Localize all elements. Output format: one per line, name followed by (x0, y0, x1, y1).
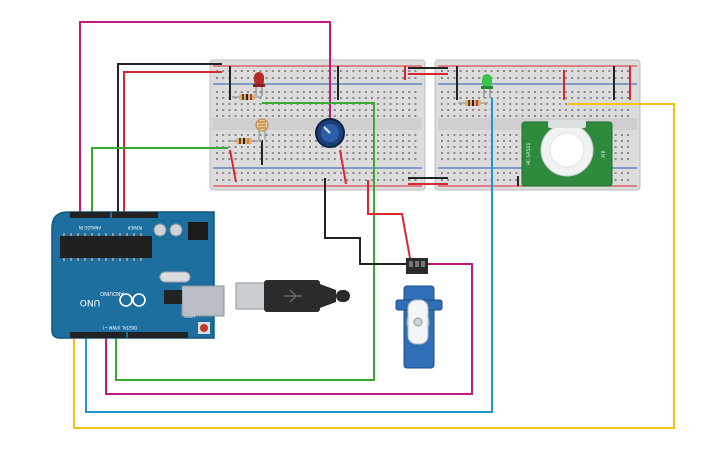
resistor (228, 138, 262, 144)
usb-cable (235, 280, 350, 312)
wire-green-led (115, 102, 375, 381)
breadboard-holes (216, 70, 417, 181)
arduino-analog-in-label: ANALOG IN (79, 225, 101, 230)
arduino-power-label: POWER (127, 225, 142, 230)
resistor (232, 94, 262, 100)
wire-red-5v (123, 71, 222, 213)
pir-left-label: HC-SR501 (526, 143, 532, 166)
photoresistor (255, 118, 269, 140)
led-red (253, 72, 265, 96)
arduino-model-label: UNO (80, 297, 100, 307)
arduino-reset-label: RESET (184, 315, 196, 319)
wire-yellow-pir (73, 103, 675, 429)
wire-green-ldr (91, 147, 228, 213)
resistor (458, 100, 488, 106)
arduino-brand-label: ARDUINO (100, 290, 124, 296)
arduino-digital-label: DIGITAL (PWM ~) (102, 325, 137, 330)
pir-sensor: HC-SR501 PIR (521, 120, 613, 187)
wire-magenta-servo (105, 263, 473, 395)
potentiometer (315, 118, 345, 148)
wire-red-servo (367, 180, 411, 259)
servo-motor (395, 258, 443, 369)
wire-black-gnd (117, 63, 222, 213)
wire-black-servo (324, 178, 410, 265)
wire-blue-led (85, 98, 493, 413)
pir-right-label: PIR (601, 150, 607, 157)
led-green (481, 74, 493, 98)
arduino-uno: ANALOG IN POWER ARDUINO UNO DIGITAL (PWM… (51, 211, 225, 339)
wire-magenta-pot (79, 21, 331, 213)
